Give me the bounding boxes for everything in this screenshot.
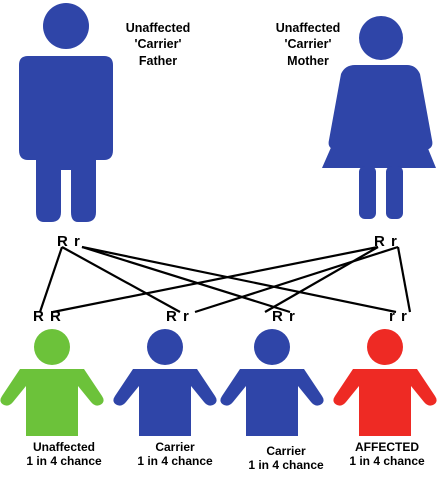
father-alleles: R r [57,233,81,250]
child-3-status: Carrier [266,444,306,458]
mother-label: Unaffected 'Carrier' Mother [253,20,363,69]
child-1-alleles: R R [33,308,62,325]
mother-figure [322,16,436,219]
children-figures [0,329,437,436]
child-4-alleles: r r [389,308,408,325]
child-3-chance: 1 in 4 chance [248,458,324,473]
father-label: Unaffected 'Carrier' Father [103,20,213,69]
father-label-line3: Father [138,53,178,68]
mother-label-line1: Unaffected [275,21,341,35]
child-2-alleles: R r [166,308,190,325]
child-4-figure [333,329,437,436]
child-2-figure [113,329,217,436]
child-4-status: AFFECTED [355,440,419,454]
father-label-line2: 'Carrier' [134,37,182,52]
child-4-chance: 1 in 4 chance [349,454,425,469]
child-3-figure [220,329,324,436]
child-3-alleles: R r [272,308,296,325]
child-1-status: Unaffected [32,440,95,454]
mother-label-line3: Mother [287,53,329,68]
child-2-label: Carrier 1 in 4 chance [120,440,230,469]
child-1-figure [0,329,104,436]
father-label-line1: Unaffected [125,21,191,35]
child-1-chance: 1 in 4 chance [26,454,102,469]
child-3-label: Carrier 1 in 4 chance [231,444,341,473]
child-2-status: Carrier [155,440,195,454]
mother-label-line2: 'Carrier' [284,37,332,52]
mother-alleles: R r [374,233,398,250]
child-4-label: AFFECTED 1 in 4 chance [332,440,440,469]
father-figure [19,3,113,222]
child-1-label: Unaffected 1 in 4 chance [9,440,119,469]
inheritance-lines [38,245,412,314]
child-2-chance: 1 in 4 chance [137,454,213,469]
